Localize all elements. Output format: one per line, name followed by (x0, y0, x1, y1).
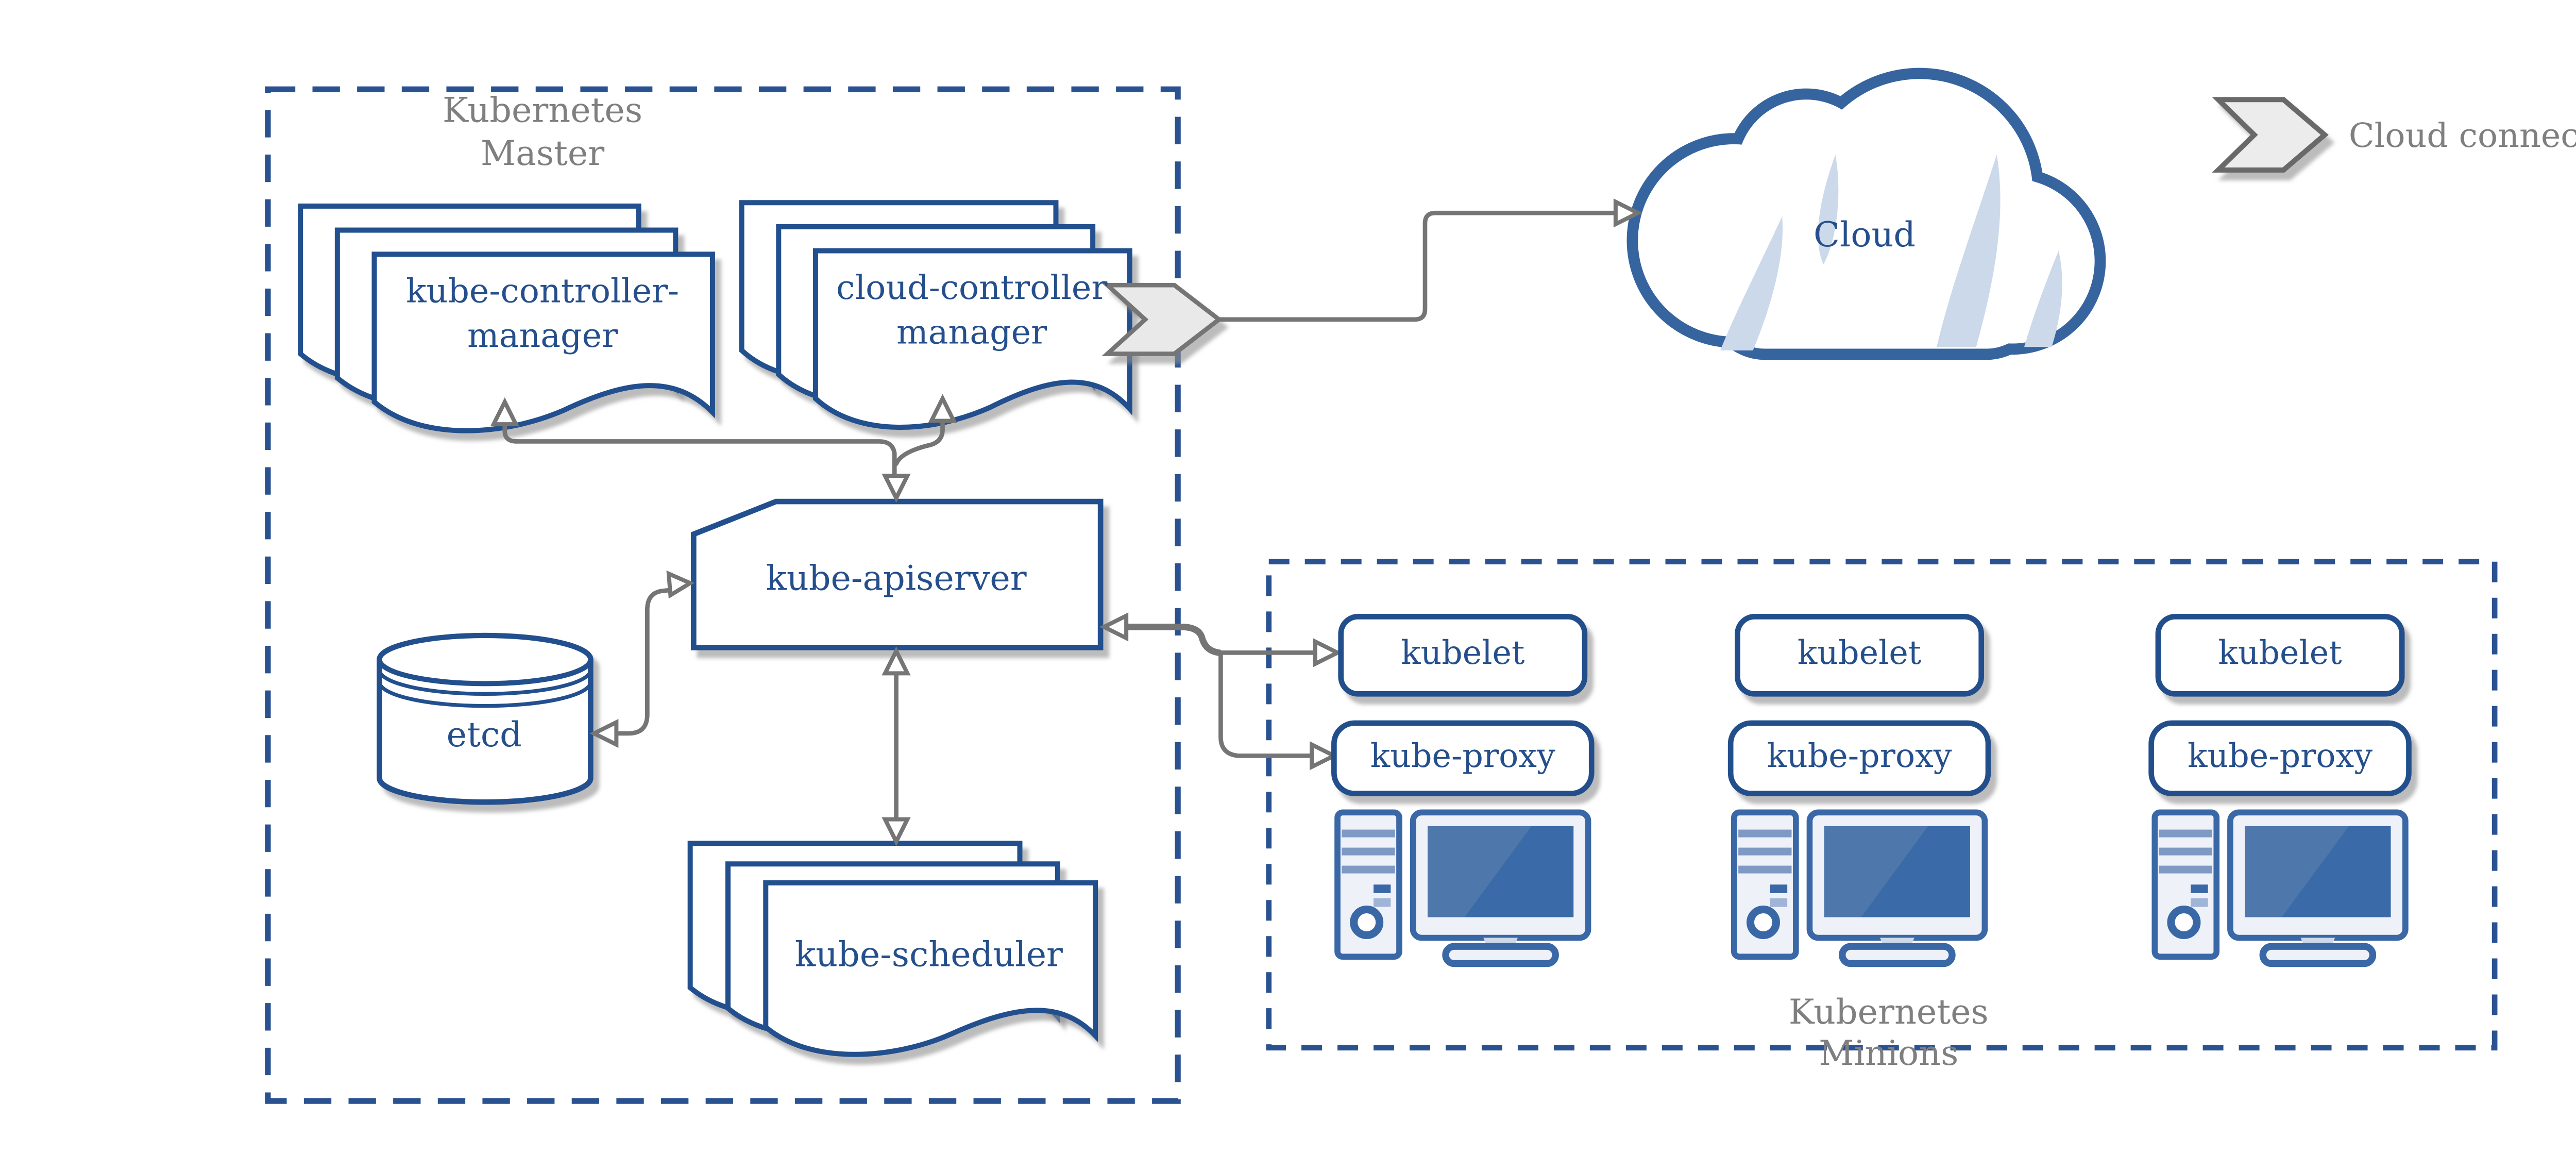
kube-proxy-box (2148, 720, 2412, 796)
arrowhead (928, 394, 957, 423)
kube-controller-manager-line2: manager (467, 316, 618, 356)
arrow-chevron-cloud (1216, 198, 1643, 322)
apiserver-box (690, 498, 1104, 650)
computer-icon (2155, 812, 2405, 963)
kube-proxy-label: kube-proxy (1370, 738, 1555, 776)
arrowhead (1099, 612, 1129, 642)
arrowhead (882, 817, 911, 846)
kubelet-box (1735, 614, 1985, 697)
kube-scheduler-stack (687, 841, 1098, 1057)
kube-proxy-box (1727, 720, 1991, 796)
arrowhead (882, 646, 911, 676)
kube-proxy-label: kube-proxy (2188, 738, 2373, 776)
kube-proxy-box (1331, 720, 1595, 796)
computer-icon (1734, 812, 1985, 963)
master-boundary (265, 86, 1181, 1104)
cloud-controller-manager-stack (739, 200, 1132, 430)
kube-controller-manager-label: kube-controller- manager (406, 270, 679, 359)
minions-boundary (1266, 559, 2498, 1051)
kubelet-box (1338, 614, 1588, 697)
arrow-managers-apiserver (490, 394, 957, 503)
cloud-connector-chevron-icon (1101, 282, 1223, 356)
minions-title-line2: Minions (1819, 1032, 1959, 1074)
kubelet-box (2155, 614, 2405, 697)
kube-proxy-label: kube-proxy (1767, 738, 1952, 776)
apiserver-label: kube-apiserver (766, 557, 1027, 599)
kubelet-label: kubelet (1401, 634, 1525, 673)
kube-controller-manager-stack (298, 203, 715, 433)
arrow-apiserver-nodes (1099, 612, 1342, 771)
arrow-apiserver-scheduler (882, 646, 911, 846)
master-title-line2: Master (480, 132, 605, 174)
arrowhead (1310, 741, 1339, 771)
kubelet-label: kubelet (2218, 634, 2342, 673)
arrowhead (490, 397, 519, 427)
cloud-icon (1626, 68, 2106, 360)
cloud-controller-manager-line2: manager (896, 312, 1047, 353)
kubelet-label: kubelet (1797, 634, 1922, 673)
cloud-label: Cloud (1814, 213, 1916, 255)
arrowhead (666, 570, 695, 599)
document-page (763, 880, 1098, 1057)
scheduler-label: kube-scheduler (794, 933, 1063, 975)
master-title: Kubernetes Master (443, 89, 642, 175)
etcd-label: etcd (446, 713, 522, 755)
kube-controller-manager-line1: kube-controller- (406, 271, 680, 311)
arrowhead (589, 718, 619, 748)
arrowhead (1313, 638, 1342, 667)
arrowhead (882, 474, 911, 503)
legend-chevron-icon (2212, 97, 2329, 173)
document-page (371, 252, 715, 433)
arrowhead (1613, 198, 1643, 228)
etcd-database-icon (377, 632, 594, 805)
arrow-apiserver-etcd (589, 570, 695, 748)
cloud-controller-manager-line1: cloud-controller (836, 267, 1108, 308)
cloud-highlight-slivers (1720, 154, 2062, 350)
minions-title: Kubernetes Minions (1789, 991, 1989, 1074)
minions-title-line1: Kubernetes (1788, 991, 1989, 1032)
legend-cloud-connector-label: Cloud connector (2348, 115, 2576, 156)
cloud-controller-manager-label: cloud-controller manager (836, 266, 1107, 356)
computer-icon (1337, 812, 1588, 963)
document-page (812, 248, 1132, 430)
master-title-line1: Kubernetes (443, 89, 643, 131)
